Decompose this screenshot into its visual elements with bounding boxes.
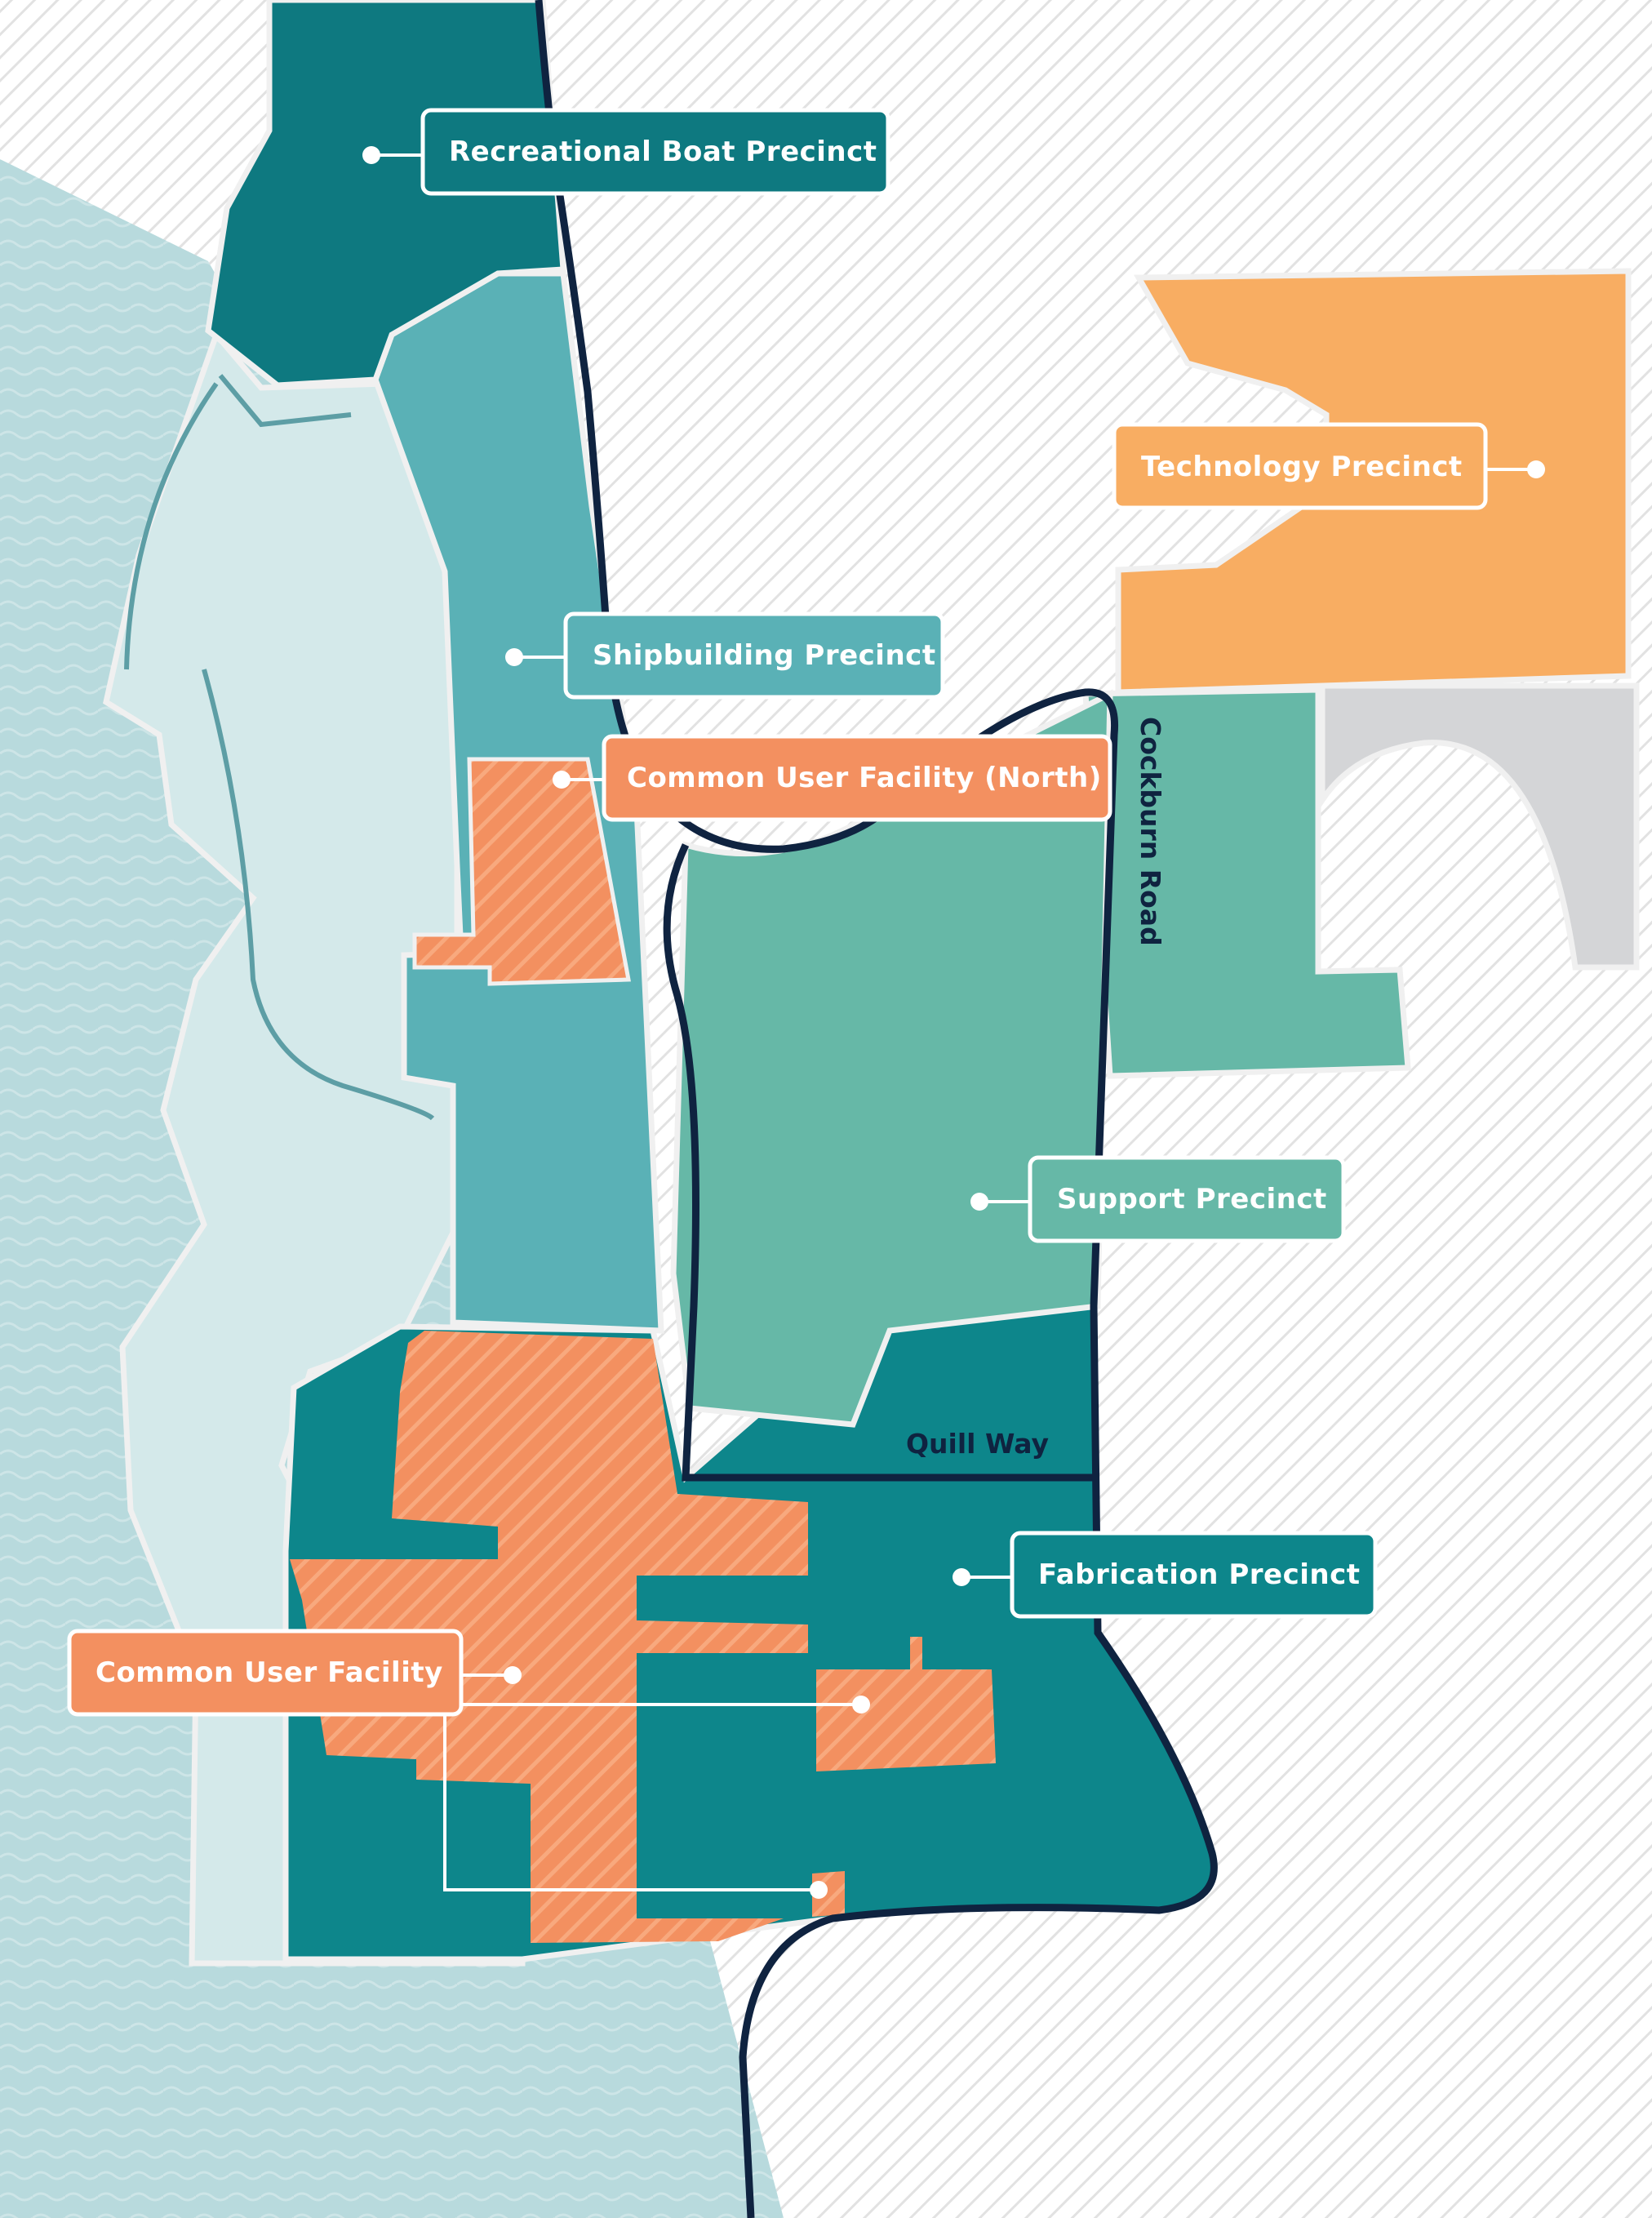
technology-label: Technology Precinct xyxy=(1141,451,1463,483)
fabrication-dot xyxy=(953,1568,970,1586)
common-user-facility-block xyxy=(816,1637,996,1771)
cuf-label-box[interactable] xyxy=(67,1629,464,1717)
cuf-north-dot xyxy=(553,771,571,789)
support-label: Support Precinct xyxy=(1057,1183,1327,1216)
cockburn-road-loop xyxy=(663,843,1098,1482)
recreational-label: Recreational Boat Precinct xyxy=(449,136,877,168)
technology-label-box[interactable] xyxy=(1112,422,1488,510)
coastal-channel xyxy=(218,374,352,428)
quill-way-label: Quill Way xyxy=(906,1428,1049,1460)
grey-area xyxy=(1319,682,1640,971)
shipbuilding-dot xyxy=(505,648,523,666)
cockburn-road-label: Cockburn Road xyxy=(1135,717,1166,946)
cuf-label: Common User Facility xyxy=(95,1656,443,1689)
common-user-facility-north xyxy=(412,757,631,986)
common-user-facility-main xyxy=(290,1331,808,1943)
shipbuilding-label: Shipbuilding Precinct xyxy=(593,639,936,672)
support-dot xyxy=(970,1193,988,1211)
cuf-north-label-box[interactable] xyxy=(602,734,1112,822)
fabrication-label-box[interactable] xyxy=(1010,1531,1378,1619)
recreational-dot xyxy=(362,146,380,164)
technology-dot xyxy=(1527,460,1545,478)
cuf-dot-main xyxy=(504,1666,522,1684)
coastal-channel xyxy=(202,669,435,1121)
cuf-dot-block xyxy=(852,1696,870,1714)
cuf-leader-small xyxy=(443,1714,819,1891)
fabrication-label: Fabrication Precinct xyxy=(1038,1558,1361,1591)
cuf-dot-small xyxy=(810,1881,828,1899)
shipbuilding-label-box[interactable] xyxy=(563,611,945,700)
coastal-channel xyxy=(124,382,219,670)
support-label-box[interactable] xyxy=(1028,1155,1346,1243)
cuf-north-label: Common User Facility (North) xyxy=(627,762,1102,794)
recreational-label-box[interactable] xyxy=(420,108,890,196)
support-precinct-east xyxy=(1082,687,1411,1079)
